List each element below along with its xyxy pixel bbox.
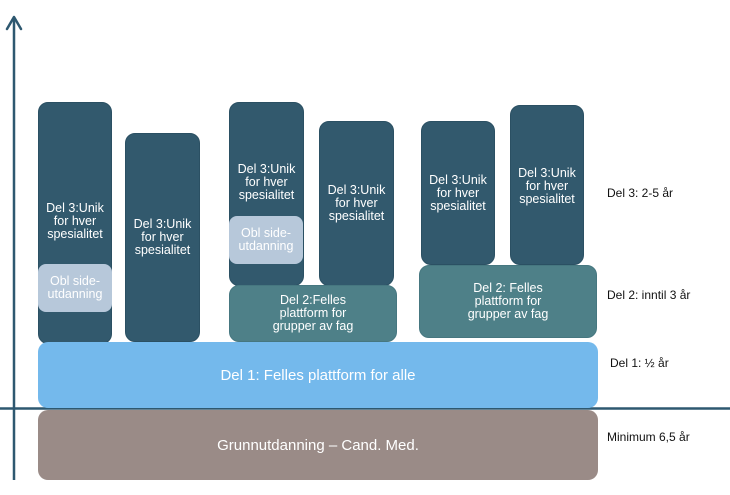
label-del3-duration: Del 3: 2-5 år: [607, 186, 674, 200]
del2-text: Del 2:Felles plattform for grupper av fa…: [272, 293, 354, 333]
label-grunn-duration: Minimum 6,5 år: [607, 430, 690, 444]
del1-box: Del 1: Felles plattform for alle: [38, 342, 598, 408]
del1-text: Del 1: Felles plattform for alle: [220, 366, 416, 384]
del3-text: Del 3:Unik for hver spesialitet: [133, 217, 192, 257]
del3-box-col3-a: Del 3:Unik for hver spesialitet: [421, 121, 495, 265]
del3-box-col2-b: Del 3:Unik for hver spesialitet: [319, 121, 394, 286]
del2-box-col2: Del 2:Felles plattform for grupper av fa…: [229, 285, 397, 342]
del3-box-col3-b: Del 3:Unik for hver spesialitet: [510, 105, 584, 265]
del3-box-col1-b: Del 3:Unik for hver spesialitet: [125, 133, 200, 342]
del3-text: Del 3:Unik for hver spesialitet: [327, 183, 386, 223]
del3-text: Del 3:Unik for hver spesialitet: [237, 162, 296, 202]
obl-sideutdanning-col2: Obl side- utdanning: [229, 216, 303, 264]
grunnutdanning-box: Grunnutdanning – Cand. Med.: [38, 410, 598, 480]
obl-text: Obl side- utdanning: [47, 274, 103, 301]
del2-box-col3: Del 2: Felles plattform for grupper av f…: [419, 265, 597, 338]
del2-text: Del 2: Felles plattform for grupper av f…: [467, 281, 549, 321]
del3-text: Del 3:Unik for hver spesialitet: [518, 166, 576, 206]
del3-text: Del 3:Unik for hver spesialitet: [46, 201, 104, 241]
obl-text: Obl side- utdanning: [238, 226, 294, 253]
obl-sideutdanning-col1: Obl side- utdanning: [38, 264, 112, 312]
grunn-text: Grunnutdanning – Cand. Med.: [217, 436, 419, 454]
label-del2-duration: Del 2: inntil 3 år: [607, 288, 691, 302]
axis-arrow-icon: [5, 15, 23, 31]
label-del1-duration: Del 1: ½ år: [610, 356, 669, 370]
del3-text: Del 3:Unik for hver spesialitet: [429, 172, 487, 213]
